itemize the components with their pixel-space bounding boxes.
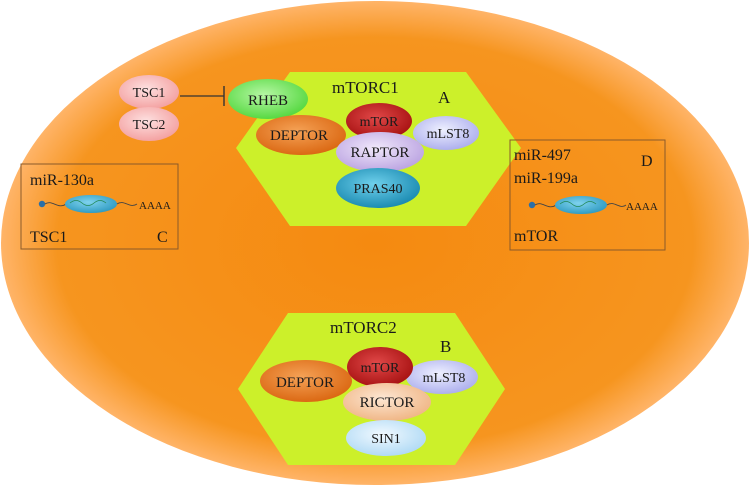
deptor-label-2: DEPTOR (276, 375, 334, 391)
mrna-strand-c (44, 202, 67, 207)
panel-c-box: miR-130a AAAA TSC1 C (20, 163, 179, 250)
mlst8-label-1: mLST8 (427, 127, 470, 142)
mlst8-label-2: mLST8 (423, 371, 466, 386)
mrna-diagram-d: AAAA (528, 196, 658, 214)
mtorc1-title: mTORC1 (332, 78, 399, 97)
rheb-label: RHEB (248, 93, 288, 109)
raptor-label: RAPTOR (351, 145, 410, 161)
mrna-diagram-c: AAAA (38, 195, 171, 213)
sin1-protein (346, 420, 426, 456)
mir-199a-label: miR-199a (514, 170, 578, 187)
tsc-complex: TSC1 TSC2 (119, 75, 225, 141)
pras40-label: PRAS40 (353, 182, 402, 197)
polya-tail-c: AAAA (139, 200, 171, 212)
panel-label-b: B (440, 337, 451, 356)
pras40-protein (336, 168, 420, 208)
tsc2-protein (119, 107, 179, 141)
mtor-label-2: mTOR (361, 361, 400, 376)
mtorc2-title: mTORC2 (330, 318, 397, 337)
mir-497-label: miR-497 (514, 147, 571, 164)
mrna-tail-strand-c (116, 202, 138, 206)
mrna-tail-strand-d (606, 203, 627, 207)
mtor-protein-2 (347, 347, 413, 387)
panel-d-box: miR-497 D miR-199a AAAA mTOR (509, 139, 666, 251)
tsc1-target-label: TSC1 (30, 229, 67, 246)
rheb-protein (228, 79, 308, 119)
mir-130a-label: miR-130a (30, 172, 94, 189)
mlst8-protein-1 (413, 116, 479, 150)
panel-d-frame (509, 139, 666, 251)
mtor-protein-1 (346, 103, 412, 139)
mrna-squiggle-d (559, 201, 597, 207)
sin1-label: SIN1 (371, 432, 401, 447)
mtor-target-label: mTOR (514, 228, 558, 245)
tsc1-protein (119, 75, 179, 109)
mrna-squiggle-c (69, 200, 107, 206)
mlst8-protein-2 (406, 360, 478, 394)
tsc2-label: TSC2 (133, 118, 166, 133)
mrna-cap-d (528, 201, 536, 209)
mrna-bound-mirna-c (65, 195, 117, 213)
mtorc1-complex: mTORC1 A RHEB mLST8 DEPTOR mTOR RAPTOR P… (228, 72, 521, 226)
deptor-label-1: DEPTOR (270, 128, 328, 144)
panel-c-frame (20, 163, 179, 250)
mrna-cap-c (38, 200, 46, 208)
rictor-label: RICTOR (360, 395, 415, 411)
mrna-strand-d (534, 203, 557, 208)
panel-label-c: C (157, 229, 168, 246)
deptor-protein-2 (260, 360, 352, 402)
deptor-protein-1 (256, 115, 346, 155)
polya-tail-d: AAAA (626, 201, 658, 213)
rictor-protein (343, 383, 431, 421)
panel-label-a: A (438, 88, 451, 107)
raptor-protein (336, 132, 424, 172)
tsc1-label: TSC1 (133, 86, 166, 101)
mtor-label-1: mTOR (360, 115, 399, 130)
mrna-bound-mirna-d (555, 196, 607, 214)
mtorc2-complex: mTORC2 B mLST8 DEPTOR mTOR RICTOR SIN1 (238, 313, 505, 465)
panel-label-d: D (641, 153, 653, 170)
